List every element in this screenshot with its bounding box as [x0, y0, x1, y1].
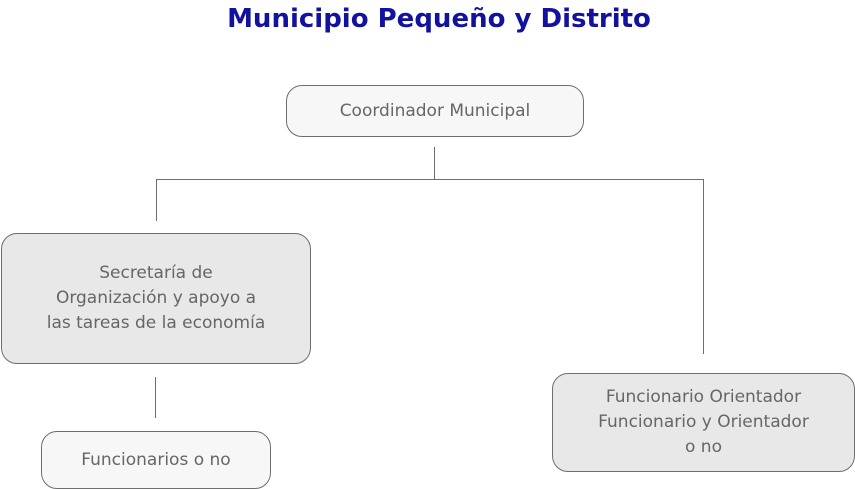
node-coordinator: Coordinador Municipal [286, 85, 584, 137]
connector-line [703, 179, 704, 354]
node-secretary: Secretaría de Organización y apoyo a las… [1, 233, 311, 364]
connector-line [434, 147, 435, 179]
connector-line [156, 179, 704, 180]
connector-line [156, 179, 157, 221]
diagram-title: Municipio Pequeño y Distrito [227, 4, 651, 34]
connector-line [155, 377, 156, 418]
node-officials: Funcionarios o no [41, 431, 271, 489]
node-guide: Funcionario Orientador Funcionario y Ori… [552, 373, 855, 472]
